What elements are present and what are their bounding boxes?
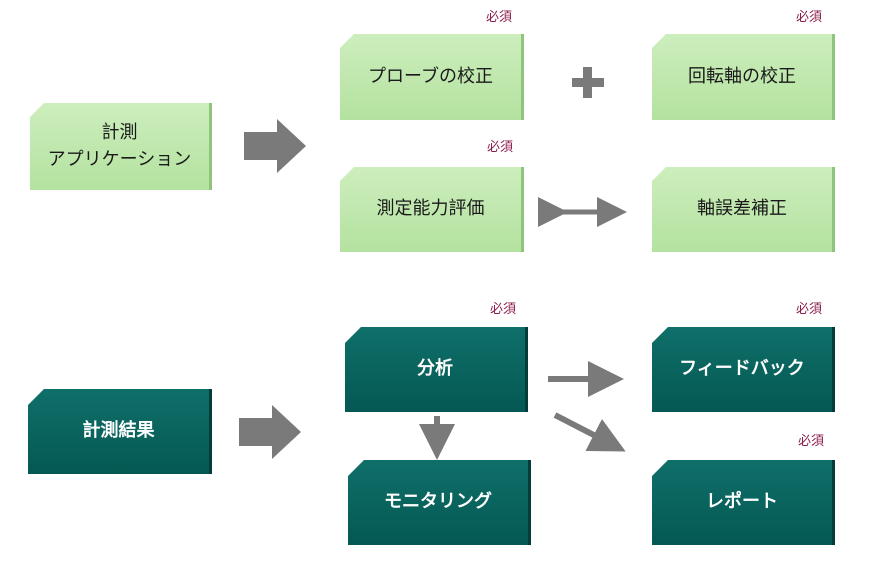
report-label: レポート <box>706 491 778 513</box>
axis-error-correction-label: 軸誤差補正 <box>697 198 787 220</box>
required-label-rotary: 必須 <box>796 10 823 25</box>
rotary-axis-calibration-box: 回転軸の校正 <box>652 34 835 120</box>
required-label-analysis: 必須 <box>490 302 517 317</box>
measurement-application-line2: アプリケーション <box>47 148 192 170</box>
plus-icon <box>572 67 604 98</box>
measurement-capability-label: 測定能力評価 <box>376 198 485 220</box>
feedback-box: フィードバック <box>652 327 835 412</box>
arrow-analysis-to-report <box>553 412 626 452</box>
required-label-feedback: 必須 <box>796 302 823 317</box>
analysis-label: 分析 <box>417 358 453 380</box>
block-arrow-bottom <box>239 405 301 459</box>
measurement-application-box: 計測 アプリケーション <box>30 103 212 190</box>
required-label-probe: 必須 <box>486 10 513 25</box>
required-label-capability: 必須 <box>487 140 514 155</box>
measurement-results-label: 計測結果 <box>82 420 155 442</box>
rotary-axis-calibration-label: 回転軸の校正 <box>688 65 796 87</box>
monitoring-box: モニタリング <box>348 460 531 545</box>
probe-calibration-label: プローブの校正 <box>368 65 493 87</box>
feedback-label: フィードバック <box>679 358 805 380</box>
measurement-capability-box: 測定能力評価 <box>340 167 524 252</box>
report-box: レポート <box>652 460 835 545</box>
probe-calibration-box: プローブの校正 <box>340 34 524 120</box>
required-label-report: 必須 <box>798 434 825 449</box>
analysis-box: 分析 <box>345 327 528 412</box>
axis-error-correction-box: 軸誤差補正 <box>652 167 835 252</box>
measurement-application-line1: 計測 <box>101 122 138 144</box>
measurement-results-box: 計測結果 <box>28 389 212 474</box>
block-arrow-top <box>244 119 306 173</box>
monitoring-label: モニタリング <box>384 491 492 513</box>
